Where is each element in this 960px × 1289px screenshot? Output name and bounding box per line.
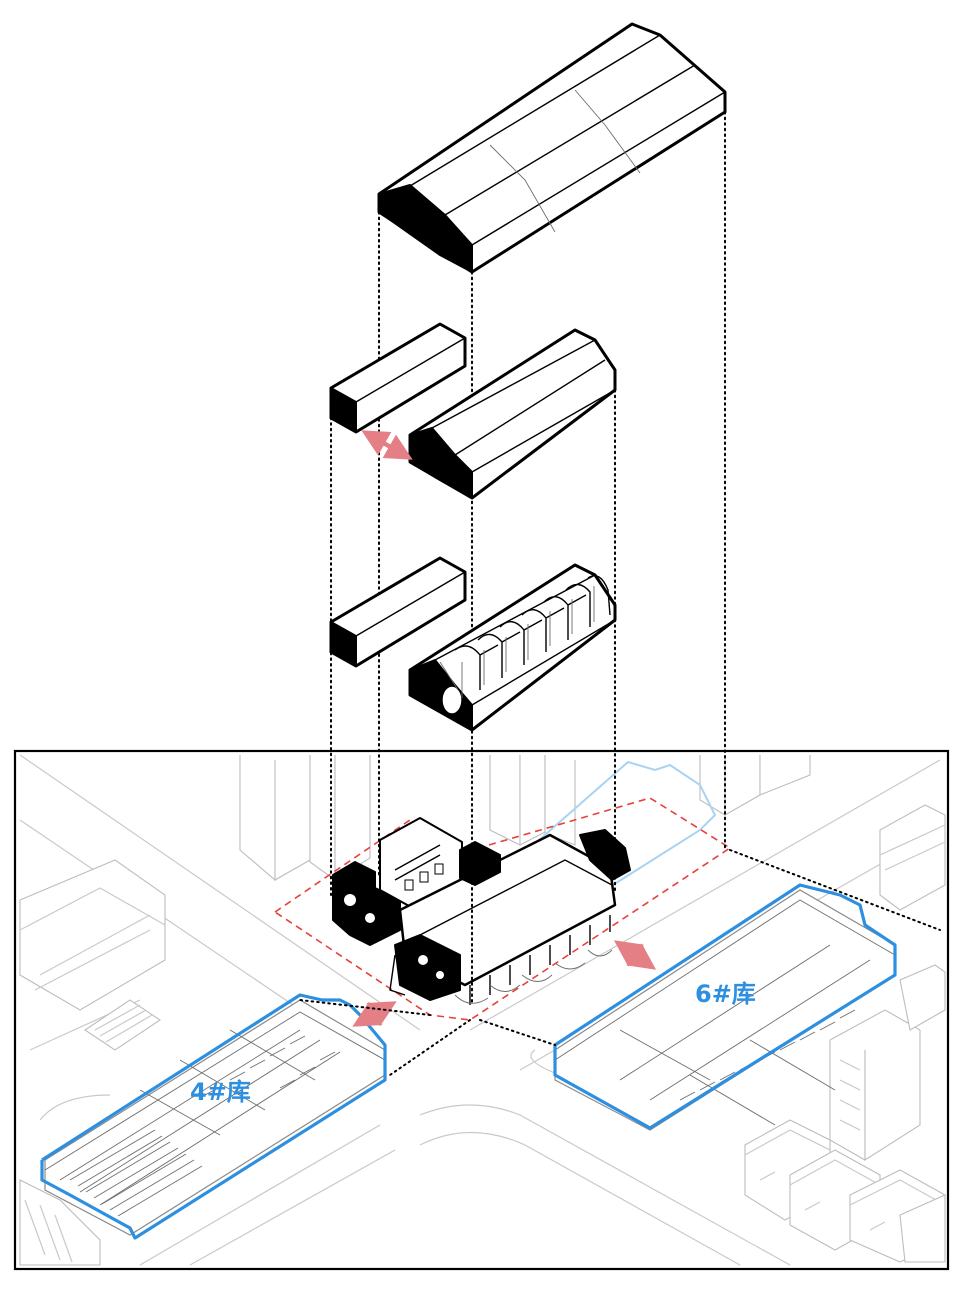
movement-arrow-left	[352, 1001, 397, 1027]
roof-component-large	[377, 22, 727, 274]
warehouse-4: 4#库	[40, 993, 387, 1240]
background-towers	[239, 755, 921, 1162]
warehouse-6: 6#库	[553, 883, 897, 1131]
site-context-panel: 4#库 6#库	[13, 749, 950, 1271]
roof-component-annex	[329, 322, 467, 434]
movement-arrow-right	[613, 940, 657, 970]
left-warehouse-block	[19, 859, 166, 1051]
annex-volume-lower	[329, 556, 467, 668]
movement-arrow-mid	[361, 430, 413, 460]
warehouse-4-label: 4#库	[190, 1078, 251, 1106]
warehouse-6-outline	[553, 883, 897, 1130]
central-intervention-building	[332, 817, 631, 1005]
bottom-right-houses	[744, 1119, 946, 1263]
roof-component-main	[408, 328, 617, 500]
existing-building-ghost-outline	[504, 760, 717, 891]
warehouse-4-outline	[40, 993, 387, 1240]
structural-frame-component	[408, 563, 617, 732]
warehouse-6-label: 6#库	[695, 980, 756, 1008]
roads	[19, 754, 941, 1266]
bottom-left-fragment	[19, 1179, 101, 1266]
right-edge-buildings	[879, 804, 946, 1031]
